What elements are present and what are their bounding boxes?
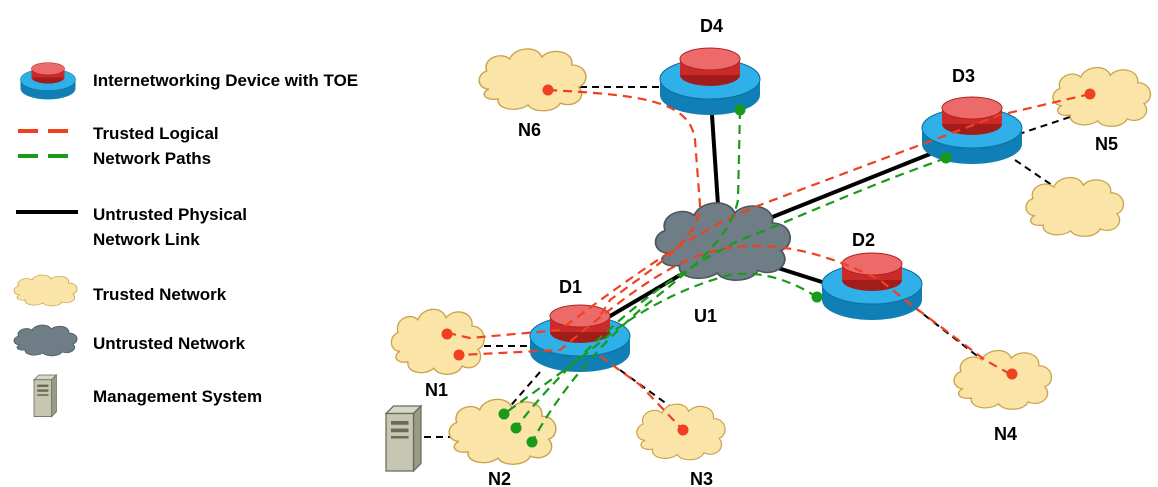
label-d3: D3 (952, 66, 975, 86)
label-n4: N4 (994, 424, 1017, 444)
trusted-network-n1 (390, 308, 485, 375)
label-d2: D2 (852, 230, 875, 250)
legend-untrusted-network-icon (13, 324, 78, 357)
legend-untrusted-link-label-2: Network Link (93, 230, 200, 249)
legend-management-system-icon (33, 374, 57, 418)
trusted-network-n4 (953, 349, 1053, 410)
legend-trusted-paths-label-2: Network Paths (93, 149, 212, 168)
legend-trusted-paths-label-1: Trusted Logical (93, 124, 219, 143)
untrusted-network-u1 (654, 202, 791, 281)
label-n2: N2 (488, 469, 511, 487)
management-system (385, 405, 422, 472)
legend-untrusted-network-label: Untrusted Network (93, 334, 246, 353)
label-d4: D4 (700, 16, 723, 36)
label-n1: N1 (425, 380, 448, 400)
legend-trusted-network-label: Trusted Network (93, 285, 227, 304)
label-n3: N3 (690, 469, 713, 487)
legend-untrusted-link-label-1: Untrusted Physical (93, 205, 247, 224)
trusted-network-unlabeled (1025, 176, 1125, 237)
trusted-network-n6 (478, 48, 587, 112)
device-d2 (821, 252, 923, 321)
legend-trusted-paths-icon (18, 129, 76, 158)
legend-trusted-network-icon (13, 274, 78, 307)
trusted-paths-green (503, 109, 947, 443)
legend-device-icon (20, 62, 76, 100)
trusted-paths-red (447, 88, 1091, 431)
label-n5: N5 (1095, 134, 1118, 154)
device-d3 (921, 96, 1023, 165)
label-d1: D1 (559, 277, 582, 297)
legend-device-label: Internetworking Device with TOE (93, 71, 359, 90)
legend-management-system-label: Management System (93, 387, 263, 406)
label-n6: N6 (518, 120, 541, 140)
device-d4 (659, 47, 761, 116)
path-endpoints (441, 84, 1096, 448)
label-u1: U1 (694, 306, 717, 326)
